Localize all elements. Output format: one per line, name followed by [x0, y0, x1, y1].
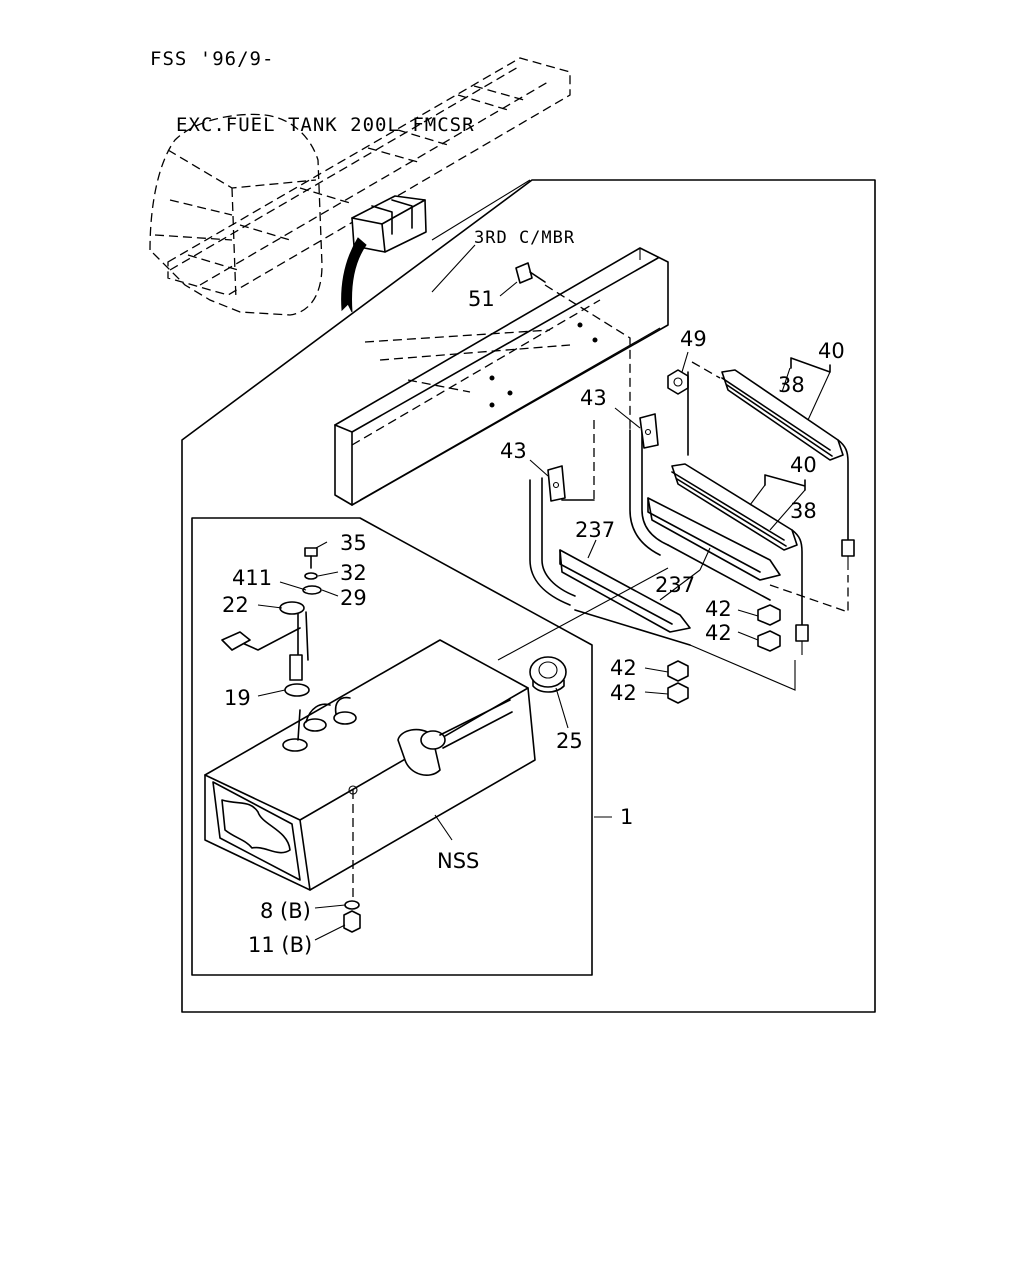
label-40-lower: 40	[790, 453, 817, 477]
label-11b: 11 (B)	[248, 933, 312, 957]
outer-callout-frame	[181, 179, 876, 1013]
label-49: 49	[680, 327, 707, 351]
label-43-upper: 43	[580, 386, 607, 410]
callout-link-line	[431, 179, 531, 241]
label-38-upper: 38	[778, 373, 805, 397]
label-411: 411	[232, 566, 272, 590]
label-42-a: 42	[705, 597, 732, 621]
fuel-sender-assembly: 35 32 411 29 22 19	[221, 531, 367, 710]
third-crossmember	[334, 247, 669, 506]
label-19: 19	[224, 686, 251, 710]
label-29: 29	[340, 586, 367, 610]
label-38-lower: 38	[790, 499, 817, 523]
inner-tank-frame	[191, 517, 593, 976]
leader-nss	[434, 814, 453, 841]
drain-plug-assembly: 8 (B) 11 (B)	[248, 899, 361, 957]
fuel-cap-25: 25	[529, 656, 583, 753]
label-42-c: 42	[610, 656, 637, 680]
label-42-b: 42	[705, 621, 732, 645]
label-51: 51	[468, 287, 495, 311]
label-1: 1	[620, 805, 633, 829]
label-237-rear: 237	[655, 573, 695, 597]
label-25: 25	[556, 729, 583, 753]
tank-bracket-assembly: 49	[500, 327, 855, 705]
header-line-1: FSS '96/9-	[150, 48, 275, 70]
label-40-upper: 40	[818, 339, 845, 363]
fuel-tank	[204, 639, 536, 900]
label-42-d: 42	[610, 681, 637, 705]
label-237-front: 237	[575, 518, 615, 542]
leader-3rd-cmbr	[431, 244, 476, 293]
bolt-51: 51	[468, 262, 631, 430]
label-43-lower: 43	[500, 439, 527, 463]
label-nss: NSS	[437, 849, 479, 873]
label-22: 22	[222, 593, 249, 617]
diagram-header: FSS '96/9- EXC.FUEL TANK 200L FMCSR	[150, 4, 475, 158]
label-35: 35	[340, 531, 367, 555]
label-8b: 8 (B)	[260, 899, 311, 923]
tank-to-bracket-line	[497, 567, 669, 661]
label-3rd-cmbr: 3RD C/MBR	[474, 228, 575, 248]
label-32: 32	[340, 561, 367, 585]
truck-overview	[149, 57, 571, 316]
